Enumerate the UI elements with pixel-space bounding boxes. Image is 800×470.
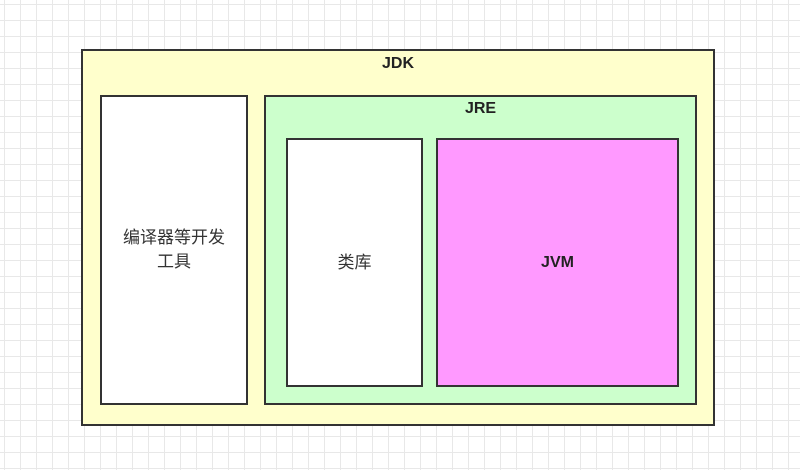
- dev-tools-box: 编译器等开发 工具: [100, 95, 248, 405]
- class-library-label: 类库: [337, 252, 372, 273]
- jre-title: JRE: [464, 100, 497, 117]
- dev-tools-label-line1: 编译器等开发: [123, 228, 225, 248]
- class-library-box: 类库: [286, 138, 423, 387]
- dev-tools-label-line2: 工具: [157, 252, 191, 272]
- jvm-box: JVM: [436, 138, 679, 387]
- dev-tools-label: 编译器等开发 工具: [102, 97, 246, 403]
- jvm-label: JVM: [541, 253, 574, 271]
- jdk-title: JDK: [381, 55, 414, 72]
